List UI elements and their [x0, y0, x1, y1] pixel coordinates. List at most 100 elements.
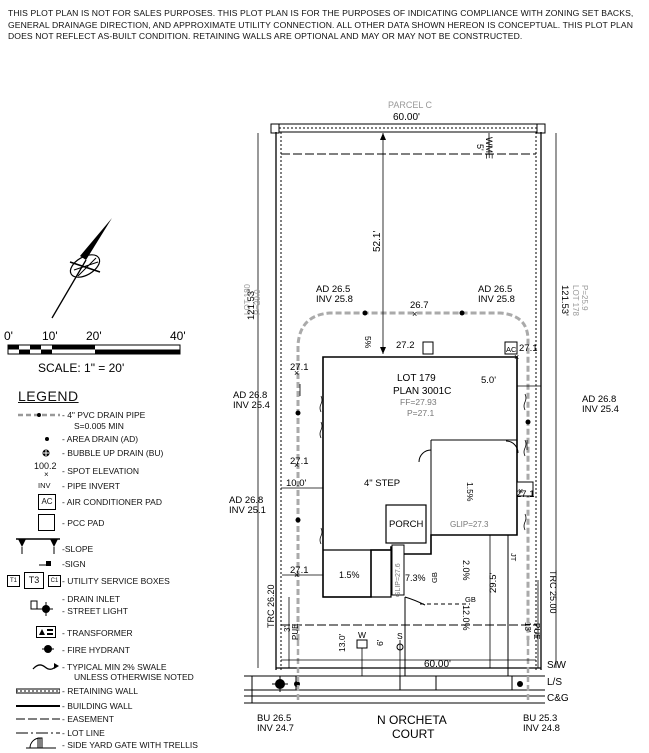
step-label: 4" STEP [364, 478, 400, 489]
spot-26-7: 26.7 [410, 300, 429, 311]
lot-number: LOT 179 [397, 373, 436, 384]
swale-arrows [299, 384, 528, 545]
spot-27-1: 27.1 [519, 343, 538, 354]
area-drain-icon [362, 310, 368, 316]
inv-right: INV 25.4 [582, 404, 619, 415]
wme-label: WME [484, 137, 494, 159]
trc-left: TRC 26.20 [266, 584, 276, 628]
scale-bar: 0' 10' 20' 40' SCALE: 1" = 20' [4, 329, 186, 375]
ad-left-1: AD 26.8 [233, 390, 267, 401]
spot-27-1: 27.1 [290, 565, 309, 576]
street-edges [244, 675, 545, 704]
area-drain-icon [45, 437, 49, 441]
retaining-wall-icon [16, 688, 60, 694]
building-wall-icon [16, 705, 60, 707]
transformer-icon [36, 626, 56, 638]
joint-trench: JT [509, 553, 518, 562]
glip-2: GLIP=27.6 [395, 563, 402, 597]
water-label: W [358, 630, 366, 640]
bu-left-inv: INV 24.7 [257, 723, 294, 734]
ac-pad-label: AC [506, 345, 517, 354]
left-depth-label: 121.53' [246, 289, 257, 320]
side-left-dim: 10.0' [286, 478, 306, 489]
fire-hydrant-icon [42, 645, 54, 653]
area-drain-icon [459, 310, 465, 316]
landscape-label: L/S [547, 677, 562, 688]
slope-2-0: 2.0% [461, 560, 471, 581]
slope-left: 1.5% [339, 570, 360, 580]
lot-right-label: LOT 178 [571, 285, 580, 317]
inv-left-2: INV 25.1 [229, 505, 266, 516]
curb-gutter-label: C&G [547, 693, 569, 704]
parcel-label: PARCEL C [388, 100, 433, 110]
sewer-label: S [397, 631, 403, 641]
bubble-drain-icon [42, 449, 50, 457]
sign-icon [39, 561, 51, 566]
ac-pad-icon: AC [38, 494, 56, 510]
scale-tick: 20' [86, 329, 102, 343]
ad-right: AD 26.8 [582, 394, 616, 405]
easement-icon [16, 718, 60, 720]
bubble-drain-icon [517, 681, 523, 687]
street-light-icon [30, 600, 53, 616]
lot-line-icon [16, 732, 60, 734]
side-right-dim: 5.0' [481, 375, 496, 386]
ad-top-left: AD 26.5 [316, 284, 350, 295]
pue-left-dim: 3' [283, 626, 292, 632]
grade-break: GB [430, 572, 439, 583]
lot-left-p: P=29.0 [253, 289, 262, 315]
water-box-icon [356, 639, 368, 649]
right-depth-label: 121.53' [559, 285, 570, 316]
scale-label: SCALE: 1" = 20' [38, 361, 124, 375]
plan-number: PLAN 3001C [393, 386, 451, 397]
sewer-cleanout-icon [396, 643, 404, 651]
swale-icon [32, 663, 59, 670]
top-width-dim: 60.00' [393, 112, 420, 123]
spot-27-1: 27.1 [290, 362, 309, 373]
slope-7-3: 7.3% [405, 573, 426, 583]
street-type: COURT [392, 727, 435, 741]
ad-left-2: AD 26.8 [229, 495, 263, 506]
water-dim: 13.0' [337, 633, 347, 652]
bu-right-inv: INV 24.8 [523, 723, 560, 734]
grade-break: GB [465, 595, 476, 604]
wme-dim: 5' [475, 144, 485, 151]
svg-text:×: × [294, 368, 299, 378]
drain-pipe-icon [18, 413, 60, 417]
inv-top-left: INV 25.8 [316, 294, 353, 305]
svg-text:×: × [518, 486, 523, 496]
spot-27-2: 27.2 [396, 340, 415, 351]
pue-left: PUE [291, 624, 300, 640]
svg-text:×: × [294, 460, 299, 470]
slope-5: 5% [363, 336, 373, 349]
scale-tick: 10' [42, 329, 58, 343]
porch-label: PORCH [389, 519, 423, 530]
svg-text:×: × [514, 352, 519, 362]
spot-27-1: 27.1 [290, 456, 309, 467]
glip-1: GLIP=27.3 [450, 520, 489, 529]
lot-left-label: LOT 180 [243, 283, 252, 315]
bu-left: BU 26.5 [257, 713, 291, 724]
inv-left-1: INV 25.4 [233, 400, 270, 411]
svg-text:×: × [294, 570, 299, 580]
spot-x-icon: × [44, 470, 49, 479]
finished-floor: FF=27.93 [400, 397, 437, 407]
ad-top-right: AD 26.5 [478, 284, 512, 295]
area-drain-icon [295, 410, 301, 416]
driveway [404, 535, 509, 676]
scale-tick: 0' [4, 329, 13, 343]
front-width-label: 60.00' [424, 659, 451, 670]
sidewalk-label: S/W [547, 660, 566, 671]
trc-right: TRC 25.00 [548, 570, 558, 614]
lot-right-p: P=25.9 [580, 285, 589, 311]
inv-top-right: INV 25.8 [478, 294, 515, 305]
svg-text:×: × [412, 309, 417, 319]
spot-markers: × × × × × × [294, 309, 523, 580]
pad-elevation: P=27.1 [407, 408, 434, 418]
street-name: N ORCHETA [377, 713, 447, 727]
house-footprint [322, 341, 534, 598]
side-gate-icon [26, 737, 56, 749]
sewer-dim: 6' [375, 639, 385, 646]
rear-retaining-wall [270, 123, 546, 134]
